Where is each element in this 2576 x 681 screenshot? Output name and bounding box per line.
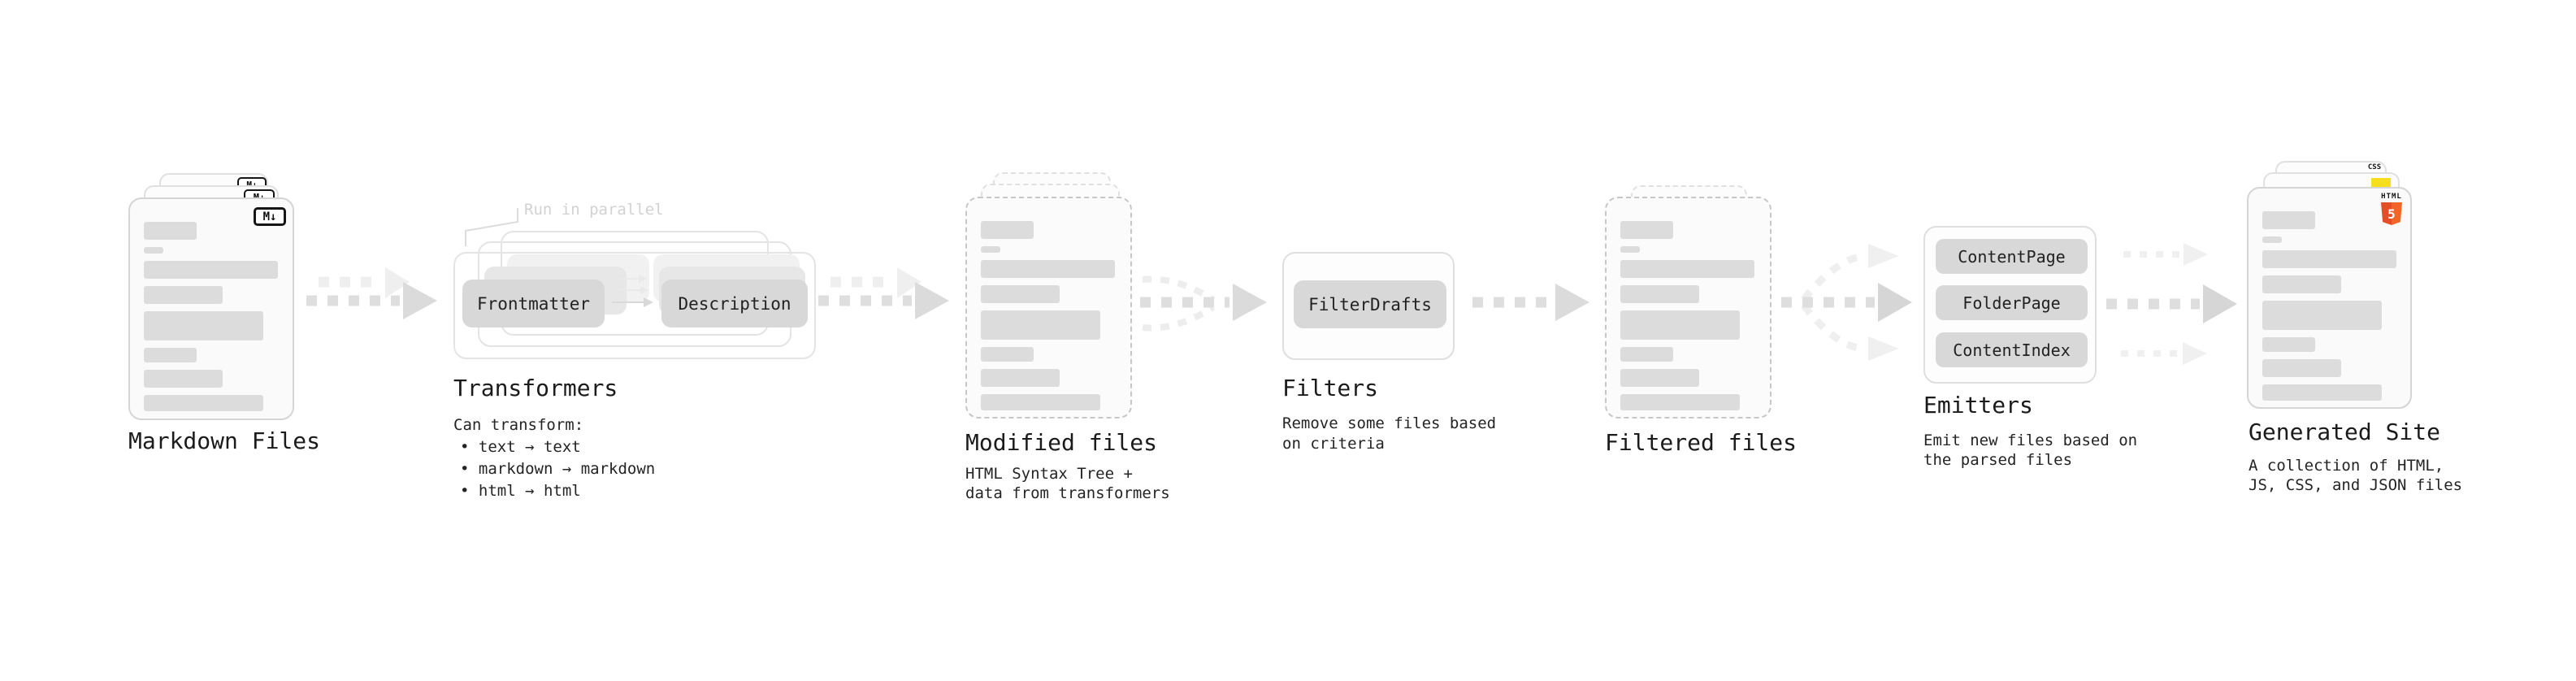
content-bar <box>2262 301 2382 330</box>
html5-number: 5 <box>2387 206 2396 222</box>
arrow-transformers-to-modified <box>818 267 949 319</box>
content-bar <box>2262 275 2341 293</box>
content-bar <box>144 348 197 362</box>
content-bar <box>144 395 263 411</box>
emitters-subtitle: Emit new files based on <box>1923 432 2138 449</box>
stage-title-generated-site: Generated Site <box>2249 419 2441 445</box>
modified-subtitle: HTML Syntax Tree + <box>965 465 1133 483</box>
transformers-bullet: • html → html <box>460 482 581 500</box>
content-bar <box>2262 384 2382 401</box>
content-bar <box>981 285 1060 303</box>
modified-subtitle: data from transformers <box>965 484 1170 502</box>
stage-title-filtered-files: Filtered files <box>1605 429 1798 456</box>
modified-file-card <box>965 197 1132 419</box>
content-bar <box>2262 211 2315 229</box>
content-bar <box>1620 285 1699 303</box>
generated-html-card: HTML 5 <box>2247 187 2412 409</box>
filters-subtitle: on criteria <box>1282 435 1385 453</box>
content-bar <box>144 261 278 279</box>
content-bar <box>1620 394 1740 410</box>
generated-subtitle: A collection of HTML, <box>2249 457 2444 475</box>
content-bar <box>2262 337 2315 352</box>
content-bar <box>144 286 223 304</box>
content-bar <box>1620 221 1673 239</box>
stage-title-filters: Filters <box>1282 375 1379 401</box>
transformers-desc-heading: Can transform: <box>453 416 584 434</box>
html5-icon: HTML 5 <box>2378 193 2405 225</box>
transformer-frontmatter-chip: Frontmatter <box>462 280 605 327</box>
content-bar <box>2262 236 2282 243</box>
content-bar <box>1620 347 1673 362</box>
arrow-markdown-to-transformers <box>306 267 437 319</box>
file-content-placeholder <box>1620 221 1754 418</box>
file-content-placeholder <box>2262 211 2396 408</box>
js-badge-icon <box>2371 178 2391 189</box>
content-bar <box>981 369 1060 387</box>
stage-title-emitters: Emitters <box>1923 392 2033 419</box>
content-bar <box>144 247 163 254</box>
generated-subtitle: JS, CSS, and JSON files <box>2249 476 2463 494</box>
filters-box: FilterDrafts <box>1282 252 1455 360</box>
content-bar <box>981 310 1100 340</box>
stage-title-markdown-files: Markdown Files <box>128 427 321 454</box>
filters-subtitle: Remove some files based <box>1282 414 1497 432</box>
run-in-parallel-note: Run in parallel <box>524 201 664 219</box>
content-bar <box>981 221 1034 239</box>
transformer-description-chip: Description <box>661 280 808 327</box>
transformers-bullet: • markdown → markdown <box>460 460 656 478</box>
emitters-box: ContentPage FolderPage ContentIndex <box>1923 226 2097 384</box>
content-bar <box>981 394 1100 410</box>
emitter-content-index-chip: ContentIndex <box>1936 332 2088 367</box>
content-bar <box>981 246 1000 253</box>
html5-shield: 5 <box>2381 202 2402 225</box>
arrow-modified-to-filters <box>1140 275 1267 332</box>
content-bar <box>981 260 1115 278</box>
markdown-file-card: M↓ <box>128 197 294 420</box>
content-bar <box>981 347 1034 362</box>
emitter-folder-page-chip: FolderPage <box>1936 285 2088 320</box>
filtered-file-card <box>1605 197 1772 419</box>
content-bar <box>1620 310 1740 340</box>
stage-title-modified-files: Modified files <box>965 429 1158 456</box>
content-bar <box>144 370 223 388</box>
file-content-placeholder <box>981 221 1115 418</box>
arrow-filtered-to-emitters <box>1781 244 1912 361</box>
transformer-frame-front <box>453 252 816 359</box>
markdown-icon: M↓ <box>254 207 286 226</box>
content-bar <box>2262 250 2396 268</box>
content-bar <box>1620 246 1640 253</box>
content-bar <box>1620 260 1754 278</box>
transformers-bullet: • text → text <box>460 438 581 456</box>
arrow-emitters-to-generated <box>2106 243 2237 365</box>
content-bar <box>2262 359 2341 377</box>
stage-title-transformers: Transformers <box>453 375 618 401</box>
filter-drafts-chip: FilterDrafts <box>1294 280 1446 328</box>
frontmatter-to-description-arrows <box>612 275 653 307</box>
file-content-placeholder <box>144 222 278 419</box>
html5-label: HTML <box>2381 193 2402 201</box>
note-leader-line <box>465 208 518 246</box>
emitters-subtitle: the parsed files <box>1923 451 2073 469</box>
content-bar <box>1620 369 1699 387</box>
emitter-content-page-chip: ContentPage <box>1936 239 2088 274</box>
css-badge-label: CSS <box>2367 163 2382 171</box>
content-bar <box>144 222 197 240</box>
arrow-filters-to-filtered <box>1472 284 1589 321</box>
content-bar <box>144 311 263 340</box>
